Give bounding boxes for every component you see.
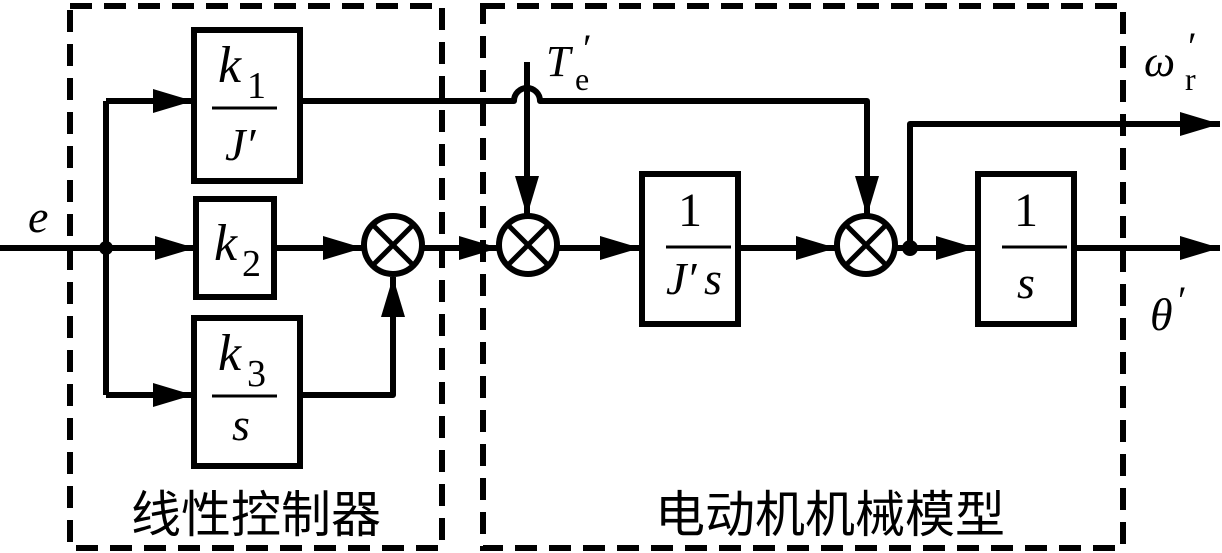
- k1-num-base: k: [218, 37, 242, 94]
- angle-label-base: θ: [1150, 289, 1173, 340]
- inertia-den-b: s: [704, 253, 722, 304]
- k3-num-sub: 3: [247, 353, 266, 395]
- speed-label-base: ω: [1144, 37, 1175, 86]
- k2-base: k: [214, 215, 238, 272]
- controller-group-box: [67, 3, 445, 551]
- motor-group-box: [480, 3, 1126, 551]
- k1-block: k 1 J′: [191, 27, 303, 184]
- angle-label-prime: ′: [1178, 278, 1187, 323]
- speed-label-sub: r: [1185, 61, 1196, 97]
- input-label: e: [28, 191, 48, 242]
- speed-output-wire: [907, 112, 1220, 248]
- sum-controller: [361, 213, 425, 277]
- sum-torque: [496, 213, 560, 277]
- k2-sub: 2: [242, 243, 261, 285]
- integrator-num: 1: [1014, 184, 1038, 237]
- k1-num-sub: 1: [247, 65, 266, 107]
- motor-group-label: 电动机机械模型: [655, 486, 1005, 544]
- k1-den: J′: [225, 119, 256, 170]
- sum-speed: [834, 213, 898, 277]
- torque-label-prime: ′: [583, 26, 592, 71]
- k3-num-base: k: [218, 325, 242, 382]
- controller-group-label: 线性控制器: [131, 486, 381, 544]
- integrator-block: 1 s: [975, 171, 1077, 327]
- k3-den: s: [232, 399, 250, 450]
- k2-block: k 2: [193, 196, 277, 300]
- speed-label-prime: ′: [1188, 24, 1197, 69]
- torque-label-sub: e: [575, 61, 589, 97]
- wire-k3-to-sum1: [300, 277, 405, 398]
- k3-block: k 3 s: [191, 315, 303, 469]
- integrator-den: s: [1017, 257, 1035, 308]
- torque-label-base: T: [546, 37, 574, 86]
- wire-k1-feedforward: [300, 85, 879, 216]
- inertia-num: 1: [678, 184, 702, 237]
- inertia-block: 1 J′ s: [639, 171, 741, 327]
- inertia-den-a: J′: [666, 253, 697, 304]
